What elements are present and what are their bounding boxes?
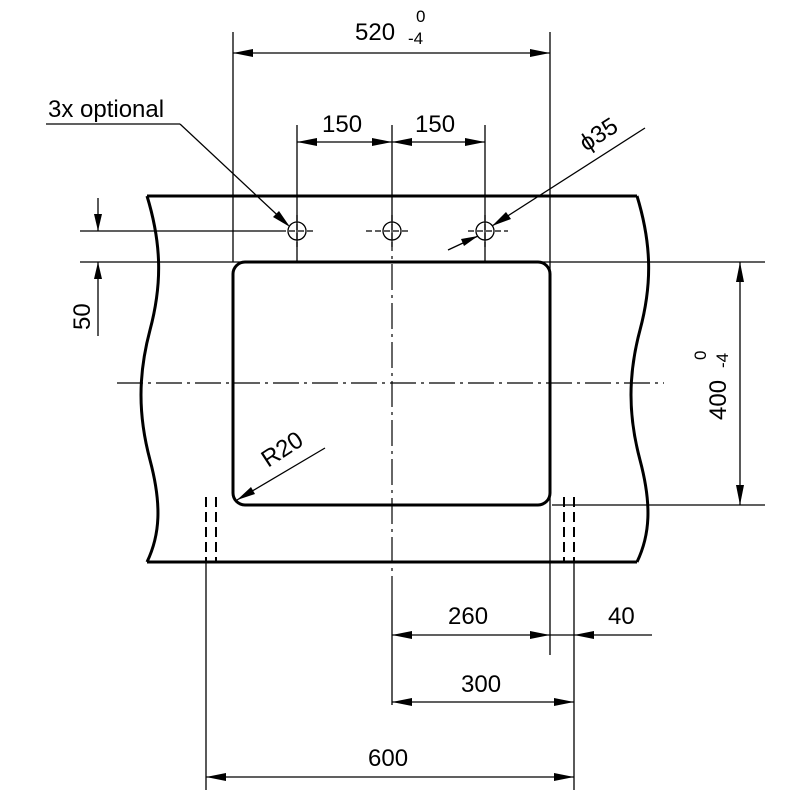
corner-radius-label: R20 bbox=[257, 426, 309, 473]
height-label: 400 bbox=[705, 380, 732, 420]
corner-radius-leader: R20 bbox=[236, 426, 326, 501]
extension-lines bbox=[80, 32, 765, 790]
hole-spacing-right-label: 150 bbox=[415, 111, 455, 138]
dimension-600: 600 bbox=[206, 745, 574, 781]
width-label: 520 bbox=[355, 19, 395, 46]
height-tolerance-upper: 0 bbox=[691, 351, 710, 360]
optional-note-leader: 3x optional bbox=[46, 96, 290, 227]
dimension-520: 520 0 -4 bbox=[233, 7, 550, 57]
dimension-300: 300 bbox=[392, 671, 574, 706]
hole-center bbox=[366, 215, 410, 247]
center-lines bbox=[117, 225, 664, 600]
optional-note: 3x optional bbox=[48, 96, 164, 123]
hole-diameter-leader: ϕ35 bbox=[447, 113, 646, 251]
dimension-260-40: 260 40 bbox=[392, 603, 652, 639]
panel-outline bbox=[139, 194, 651, 564]
height-tolerance-lower: -4 bbox=[713, 353, 732, 368]
dim-40-label: 40 bbox=[608, 603, 635, 630]
dimension-50: 50 bbox=[69, 198, 102, 336]
dim-600-label: 600 bbox=[368, 745, 408, 772]
dim-300-label: 300 bbox=[461, 671, 501, 698]
hole-offset-label: 50 bbox=[69, 303, 96, 330]
hole-diameter-label: ϕ35 bbox=[575, 113, 623, 158]
dimension-150-150: 150 150 bbox=[297, 111, 485, 146]
hole-spacing-left-label: 150 bbox=[322, 111, 362, 138]
width-tolerance-lower: -4 bbox=[408, 29, 423, 48]
dimension-400: 400 0 -4 bbox=[691, 262, 744, 505]
width-tolerance-upper: 0 bbox=[416, 7, 425, 26]
hidden-lines bbox=[205, 497, 575, 562]
dim-260-label: 260 bbox=[448, 603, 488, 630]
